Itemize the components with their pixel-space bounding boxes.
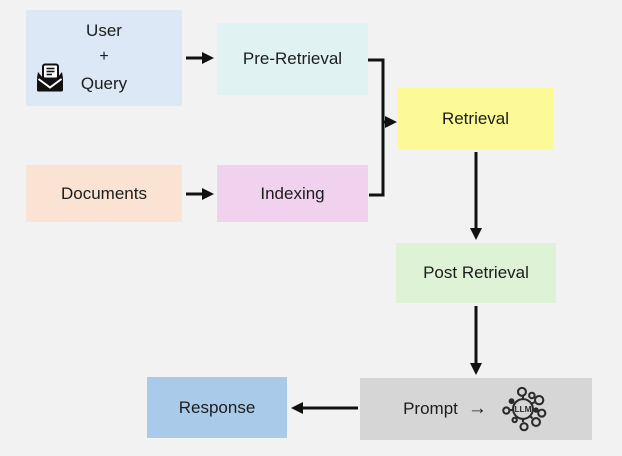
node-response: Response bbox=[147, 377, 287, 438]
connector-bracket-pre-and-indexing bbox=[366, 58, 385, 197]
llm-hub-label: LLM bbox=[514, 404, 531, 414]
user-query-line-plus: + bbox=[99, 48, 109, 65]
user-query-line-query: Query bbox=[80, 74, 128, 93]
node-post-retrieval: Post Retrieval bbox=[396, 243, 556, 303]
response-label: Response bbox=[178, 397, 256, 417]
node-indexing: Indexing bbox=[217, 165, 368, 222]
node-documents: Documents bbox=[26, 165, 182, 222]
node-pre-retrieval: Pre-Retrieval bbox=[217, 23, 368, 95]
retrieval-label: Retrieval bbox=[441, 109, 510, 128]
pre-retrieval-label: Pre-Retrieval bbox=[242, 49, 343, 68]
post-retrieval-label: Post Retrieval bbox=[423, 263, 529, 282]
node-user-query: User + Query bbox=[26, 10, 182, 106]
indexing-label: Indexing bbox=[260, 183, 325, 203]
prompt-label: Prompt bbox=[403, 399, 458, 418]
user-query-line-user: User bbox=[86, 21, 122, 40]
open-envelope-icon bbox=[34, 63, 66, 105]
node-retrieval: Retrieval bbox=[398, 88, 553, 150]
documents-label: Documents bbox=[61, 183, 147, 203]
node-prompt-llm: Prompt → bbox=[360, 378, 592, 440]
llm-hub-icon: LLM bbox=[497, 384, 549, 434]
prompt-arrow-glyph: → bbox=[467, 398, 487, 419]
